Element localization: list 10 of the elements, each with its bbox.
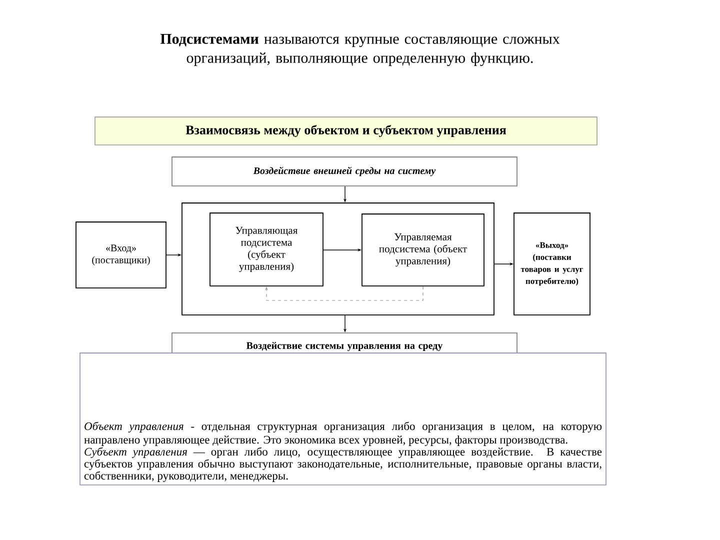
title-banner: Взаимосвязь между объектом и субъектом управления (94, 116, 598, 146)
arrow (264, 286, 424, 301)
process-box: Управляемая подсистема (объект управления) (362, 214, 484, 286)
process-box: Управляющая подсистема (субъект управления) (210, 212, 324, 286)
process-box: Воздействие внешней среды на систему (172, 156, 518, 186)
input-box: «Вход» (поставщики) (76, 222, 166, 288)
output-box: «Выход» (поставки товаров и услуг потребителю) (514, 212, 590, 316)
definition-text: Субъект управления — орган либо лицо, осуществляющее управляющее воздействие. В качестве субъектов управления обычно выступают законодательные, исполнительные, правовые органы власти, собственники, руководители, менеджеры. (84, 447, 602, 482)
definition-text: Объект управления - отдельная структурная организация либо организация в целом, на которую направлено управляющее действие. Это экономика всех уровней, ресурсы, факторы производства. (84, 422, 602, 446)
title: Подсистемами называются крупные составляющие сложных организаций, выполняющие определенную функцию. (160, 34, 560, 66)
